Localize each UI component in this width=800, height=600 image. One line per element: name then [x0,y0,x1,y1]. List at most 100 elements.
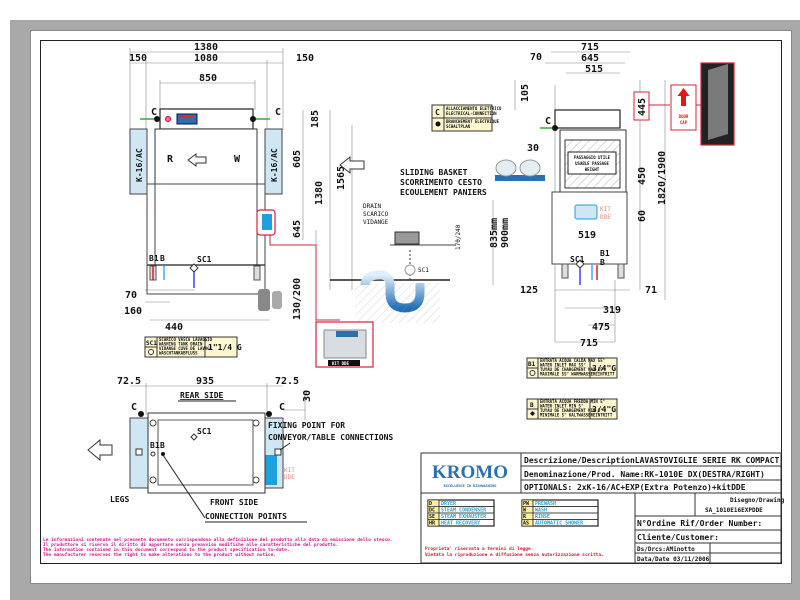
drawing-label: Disegno/Drawing [730,497,785,504]
label-rinse: R [167,154,174,165]
legend-text: ALLACCIAMENTO ELETTRICO [446,106,502,111]
customer-field: Cliente/Customer: [637,532,719,542]
sc1-desc: WASCHTANKABFLUSS [159,351,198,356]
legend-code: W [523,508,527,514]
side-label-sc1: SC1 [570,255,585,264]
legend-label: AUTOMATIC SHOWER [535,521,584,527]
dim-445-box [633,91,650,121]
drawn-by-field: Ds/Drcs:AMinotto [637,546,695,553]
dim-185: 185 [310,110,321,128]
legs-label: LEGS [110,495,129,504]
dim-150-right: 150 [296,53,314,64]
product-name-field: Denominazione/Prod. Name:RK-1010E DX(DES… [524,469,765,479]
legend-label: STEAM EXHAUSTER [441,514,487,520]
top-dde-label: DDE [284,474,295,481]
sc1-desc: VIDANGE CUVE DE LAVAGE [159,346,213,351]
legend-code: AS [523,521,529,527]
dim-170-240: 170/240 [455,224,462,250]
dim-150-left: 150 [129,53,147,64]
label-b1: B1 [149,254,159,263]
dim-1820-1900: 1820/1900 [657,151,668,205]
description-field: Descrizione/DescriptionLAVASTOVIGLIE SER… [524,455,779,465]
legend-code-c: C [435,108,440,117]
connection-point-icon [435,121,441,127]
dim-72-5-right: 72.5 [275,376,299,387]
passage-label: USABLE PASSAGE [575,161,609,166]
dde-label: DDE [600,214,611,221]
legend-code: PW [523,501,530,507]
legend-code: DC [429,508,435,514]
sc1-code: SC1 [146,340,157,347]
dim-130-200: 130/200 [292,278,303,320]
side-hood [554,109,621,129]
front-side-label: FRONT SIDE [210,498,258,507]
drain-valve [394,231,420,245]
legend-code: SE [429,514,435,520]
dim-645: 645 [292,220,303,238]
property-notice: Vietata la riproduzione e diffusione sen… [425,552,604,558]
power-indicator [165,116,171,122]
module-right [264,128,283,195]
legend-label: RINSE [535,514,550,520]
dim-900mm: 900mm [500,218,511,248]
dim-70: 70 [125,290,137,301]
dim-450: 450 [637,167,648,185]
disclaimer-line: Le informazioni contenute nel presente d… [43,537,393,543]
rear-side-label: REAR SIDE [180,391,224,400]
top-direction-arrow-icon [87,438,113,462]
top-kit-label: KIT [284,467,295,474]
side-view: 715 645 515 70 105 510 30 445 450 60 182… [489,42,735,349]
label-c-right: C [275,107,281,118]
disclaimer: Le informazioni contenute nel presente d… [43,537,393,558]
direction-arrow-icon [187,153,207,167]
dim-1380: 1380 [194,42,218,53]
drawing-frame [40,40,782,564]
kit-dde-caption: KIT DDE [332,361,349,366]
b1-table: B1 ENTRATA ACQUA CALDA MAX 55° WATER INL… [526,357,618,379]
module-left-label: K-16/AC [135,148,144,182]
module-left [129,128,148,195]
module-right-label: K-16/AC [270,148,279,182]
dim-60: 60 [637,210,648,222]
legend-label: DRYER [441,501,457,507]
dim-70-side: 70 [530,52,542,63]
sc1-desc: WASHING TANK DRAIN [159,342,203,347]
top-label-c-left: C [131,402,137,413]
b1-desc: ENTRATA ACQUA CALDA MAX 55° [540,358,605,363]
legend-text: BRANCHEMENT ELECTRIQUE [446,119,500,124]
legend-text: SCHALTPLAN [446,124,471,129]
legend-label: WASH [535,508,547,514]
top-label-sc1: SC1 [197,427,212,436]
sliding-basket-label: ECOULEMENT PANIERS [400,188,487,197]
dim-445: 445 [637,98,648,116]
b-desc: ENTRATA ACQUA FREDDA MIN 5° [540,399,605,404]
date-field: Data/Date 03/11/2006 [637,556,710,563]
legend-label: HEAT RECOVERY [441,521,480,527]
b-code: B [530,402,534,409]
dim-475: 475 [592,322,610,333]
hood [159,108,254,130]
b-size: 3/4"G [592,405,616,414]
drain-detail: SLIDING BASKET SCORRIMENTO CESTO ECOULEM… [315,168,487,368]
dim-850: 850 [199,73,217,84]
fixing-point-label: FIXING POINT FOR [268,421,345,430]
dim-72-5-left: 72.5 [117,376,141,387]
b-desc: MINIMALE 5° KALTWASSEREINTRITT [540,413,613,418]
drain-sc1-label: SC1 [418,267,429,274]
disclaimer-line: Il produttore si riserva il diritto di a… [43,542,338,548]
b1-size: 3/4"G [592,364,616,373]
dim-605: 605 [292,150,303,168]
dim-71: 71 [645,285,657,296]
kit-label: KIT [600,206,611,213]
label-b: B [160,254,165,263]
b1-desc: MAXIMALE 55° WARMWASSEREINTRITT [540,372,615,377]
b-desc: WATER INLET MIN 5° [540,404,583,409]
dim-935: 935 [196,376,214,387]
door-cap-label: CAP [680,120,688,125]
dim-1080: 1080 [194,53,218,64]
dim-1565: 1565 [336,166,347,190]
dim-715-bottom: 715 [580,338,598,349]
sliding-basket-label: SCORRIMENTO CESTO [400,178,482,187]
